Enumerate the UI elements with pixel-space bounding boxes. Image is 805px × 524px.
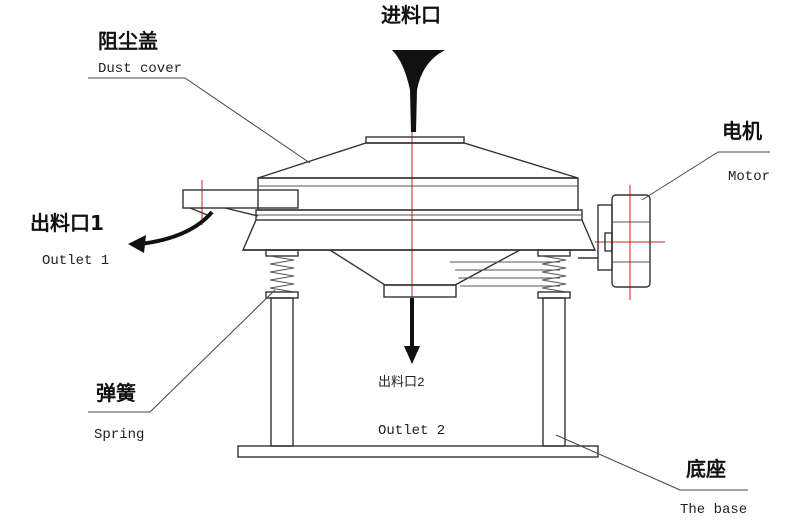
motor xyxy=(578,194,651,288)
bottom-cone xyxy=(329,249,560,298)
spring-leader xyxy=(88,289,276,413)
base-leader xyxy=(555,434,748,491)
outlet1-label-zh: 出料口1 xyxy=(30,211,104,235)
base-label-zh: 底座 xyxy=(686,457,726,481)
inlet-label-zh: 进料口 xyxy=(381,3,441,27)
dust-cover xyxy=(257,136,579,179)
outlet1-label-en: Outlet 1 xyxy=(42,253,109,269)
spring-label-en: Spring xyxy=(94,427,144,443)
outlet2-arrow xyxy=(404,298,420,364)
outlet2-label-en: Outlet 2 xyxy=(378,423,445,439)
spring-left xyxy=(265,249,299,299)
outlet1-arrow xyxy=(128,210,214,253)
outlet2-label-zh: 出料口2 xyxy=(378,375,425,390)
inlet-arrow xyxy=(392,50,445,132)
dust-cover-label-en: Dust cover xyxy=(98,61,182,77)
spring-label-zh: 弹簧 xyxy=(96,381,136,405)
outlet1-spout xyxy=(182,189,299,217)
dust-cover-leader xyxy=(88,77,311,164)
motor-label-zh: 电机 xyxy=(722,119,762,143)
dust-cover-label-zh: 阻尘盖 xyxy=(98,29,158,53)
lower-frame xyxy=(241,219,597,251)
sieve-body xyxy=(255,177,583,221)
spring-right xyxy=(537,249,571,299)
base-plate xyxy=(237,445,599,458)
base-label-en: The base xyxy=(680,502,747,518)
motor-label-en: Motor xyxy=(728,169,770,185)
motor-leader xyxy=(641,151,770,201)
